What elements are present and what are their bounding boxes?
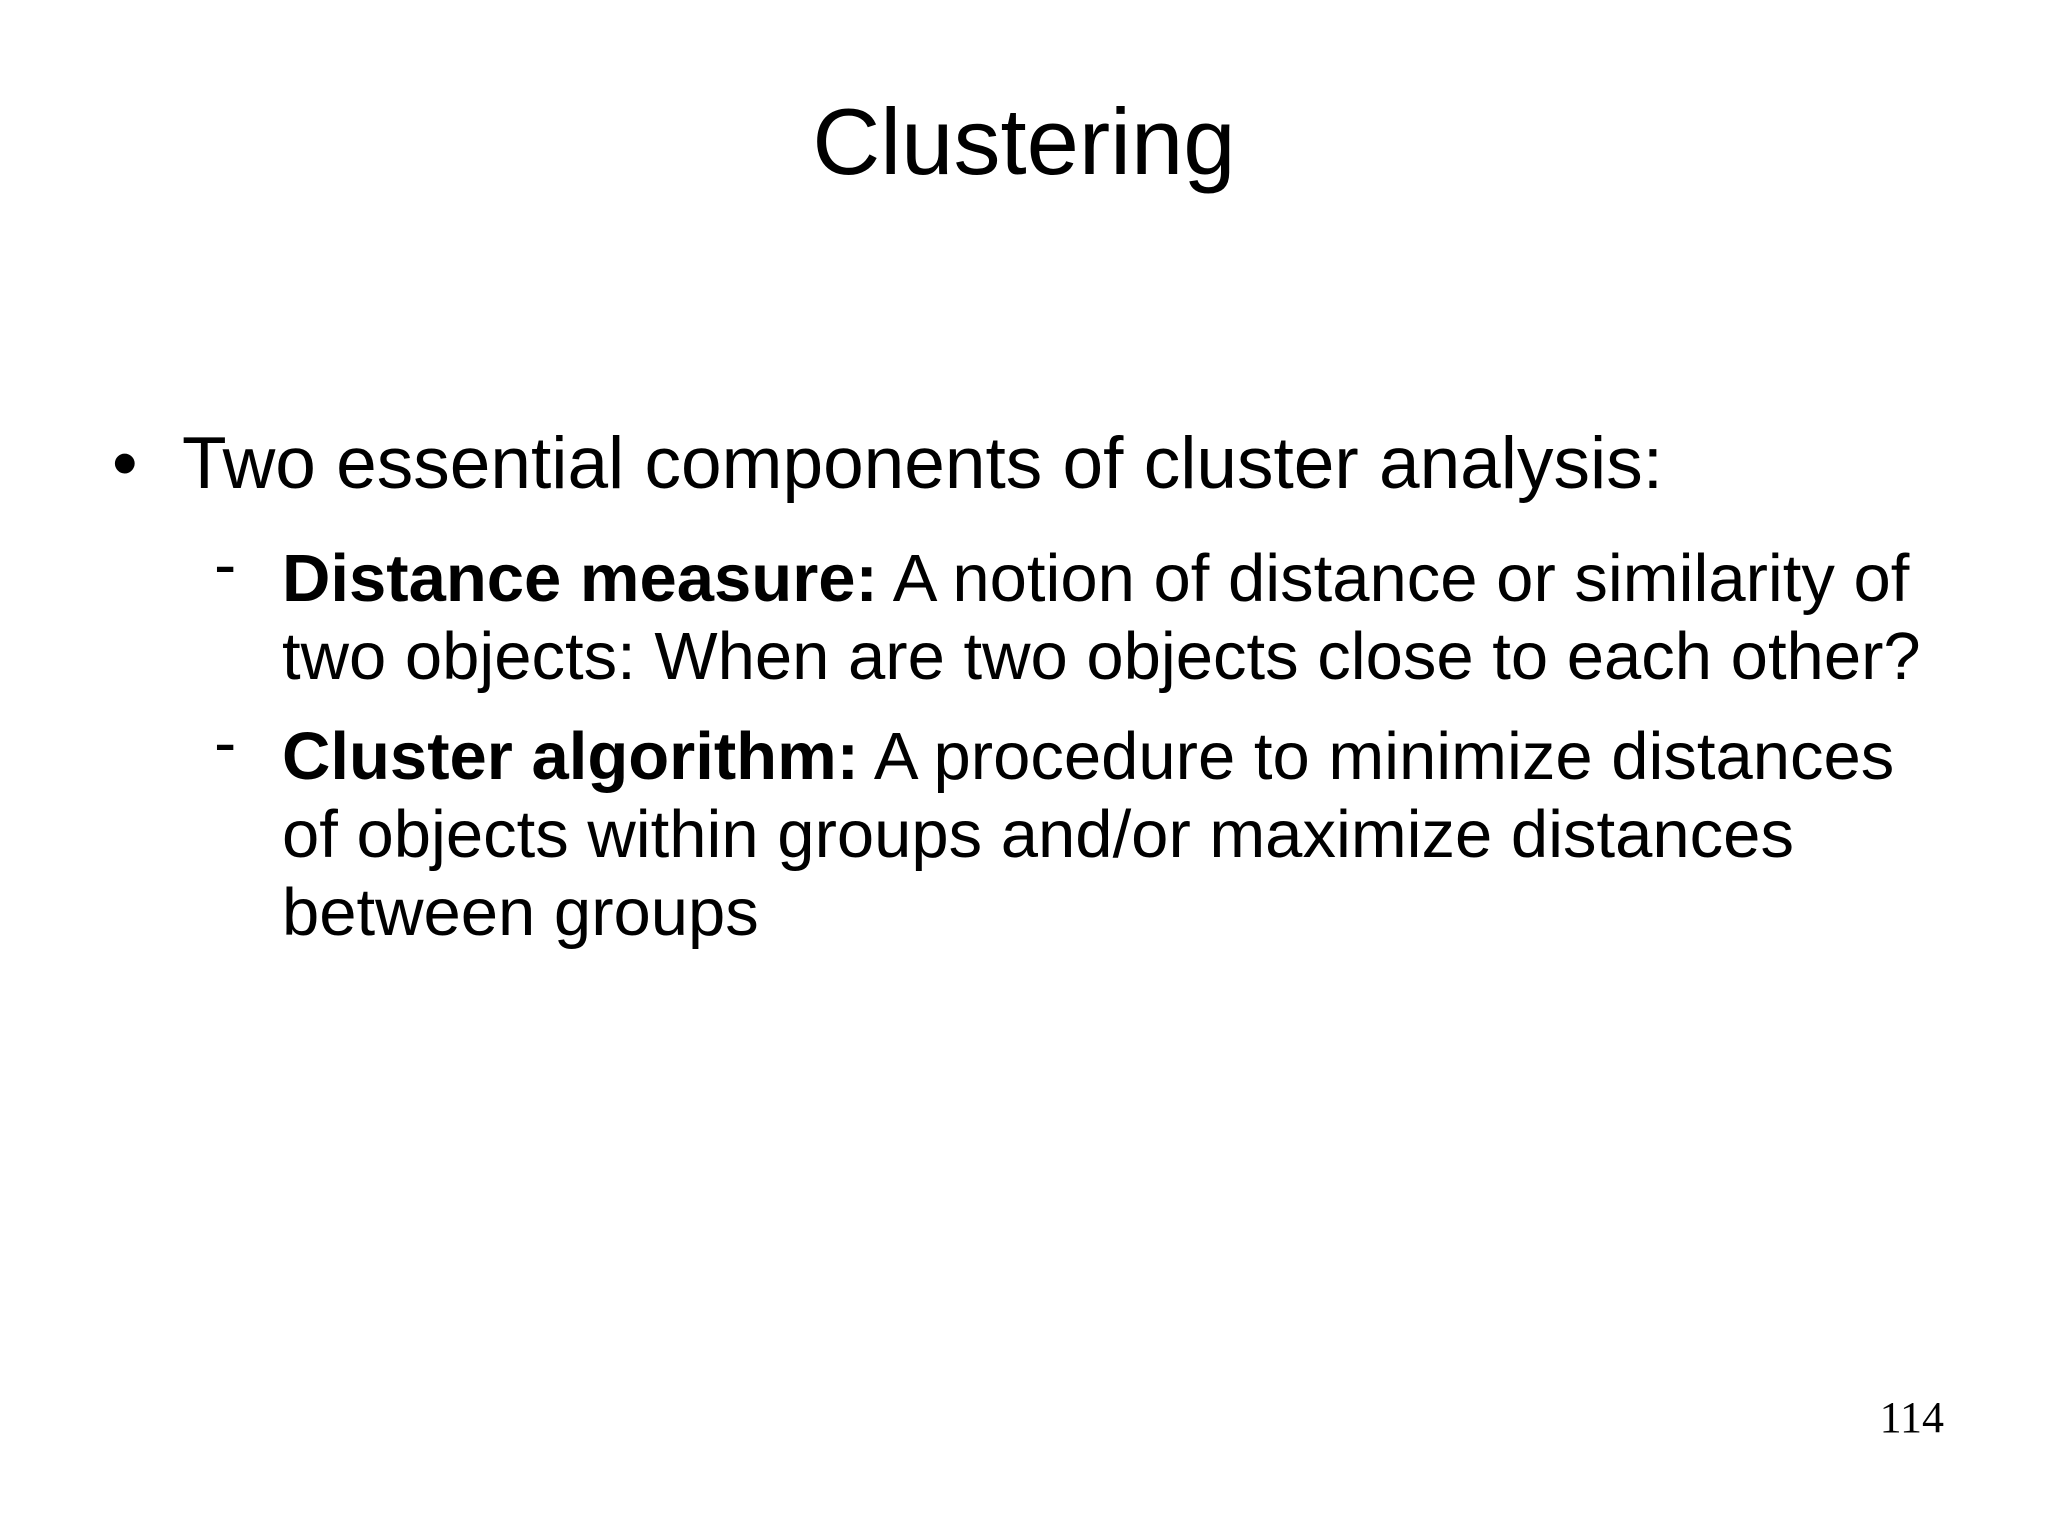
bullet-dot-icon: •	[112, 423, 138, 504]
sub-bullet-desc: A procedure to minimize distances of obj…	[282, 719, 1895, 950]
sub-bullet-text: Distance measure: A notion of distance o…	[282, 540, 1982, 696]
dash-icon: -	[214, 705, 237, 780]
sub-bullet-term: Distance measure:	[282, 541, 878, 616]
sub-bullet-desc: A notion of distance or similarity of tw…	[282, 541, 1921, 694]
sub-bullet-term: Cluster algorithm:	[282, 719, 859, 794]
slide-title: Clustering	[812, 89, 1236, 194]
sub-bullet-item-distance-measure: - Distance measure: A notion of distance…	[214, 527, 1982, 696]
bullet-text: Two essential components of cluster anal…	[182, 423, 1663, 504]
sub-bullet-item-cluster-algorithm: - Cluster algorithm: A procedure to mini…	[214, 705, 1982, 952]
page-number: 114	[1879, 1393, 1944, 1442]
bullet-item: • Two essential components of cluster an…	[112, 420, 1663, 508]
sub-bullet-text: Cluster algorithm: A procedure to minimi…	[282, 718, 1982, 952]
dash-icon: -	[214, 527, 237, 602]
